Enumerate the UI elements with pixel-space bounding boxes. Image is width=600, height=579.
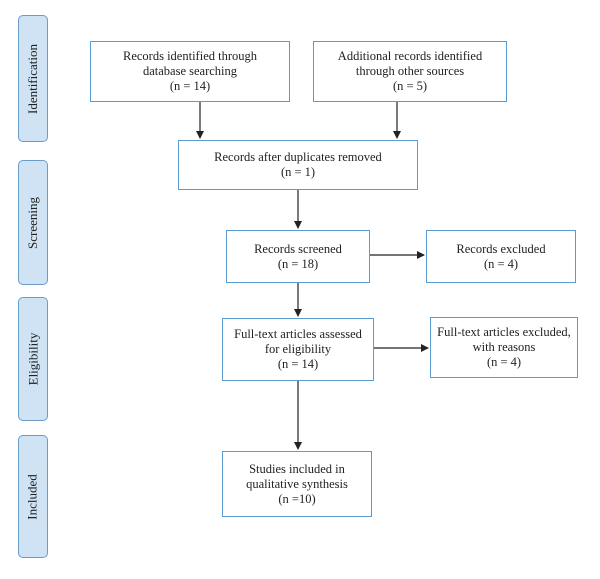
box-records-identified-database: Records identified through database sear…: [90, 41, 290, 102]
box-line: qualitative synthesis: [246, 476, 348, 491]
box-studies-included: Studies included in qualitative synthesi…: [222, 451, 372, 517]
phase-screening: Screening: [18, 160, 48, 285]
box-count: (n = 4): [483, 256, 519, 271]
box-line: for eligibility: [264, 342, 332, 356]
box-line: through other sources: [355, 64, 465, 78]
box-count: (n = 14): [277, 357, 319, 371]
box-records-other-sources: Additional records identified through ot…: [313, 41, 507, 102]
box-fulltext-excluded: Full-text articles excluded, with reason…: [430, 317, 578, 378]
box-count: (n = 5): [392, 79, 428, 93]
box-line: Full-text articles assessed: [234, 327, 362, 341]
box-line: Records excluded: [456, 241, 546, 256]
box-line: Records screened: [254, 241, 342, 256]
box-line: Studies included in: [249, 461, 345, 476]
box-count: (n =10): [278, 491, 316, 506]
box-count: (n = 18): [277, 256, 319, 271]
box-line: with reasons: [472, 340, 536, 354]
box-line: database searching: [142, 64, 238, 78]
box-count: (n = 14): [169, 79, 211, 93]
box-count: (n = 4): [486, 355, 522, 369]
box-line: Records after duplicates removed: [214, 150, 382, 164]
box-fulltext-assessed: Full-text articles assessed for eligibil…: [222, 318, 374, 381]
phase-eligibility: Eligibility: [18, 297, 48, 421]
box-line: Full-text articles excluded,: [437, 325, 571, 339]
box-records-after-duplicates: Records after duplicates removed (n = 1): [178, 140, 418, 190]
box-line: Additional records identified: [337, 49, 483, 63]
phase-included: Included: [18, 435, 48, 558]
phase-identification: Identification: [18, 15, 48, 142]
box-line: Records identified through: [123, 49, 257, 63]
box-count: (n = 1): [280, 165, 316, 179]
box-records-screened: Records screened (n = 18): [226, 230, 370, 283]
box-records-excluded: Records excluded (n = 4): [426, 230, 576, 283]
